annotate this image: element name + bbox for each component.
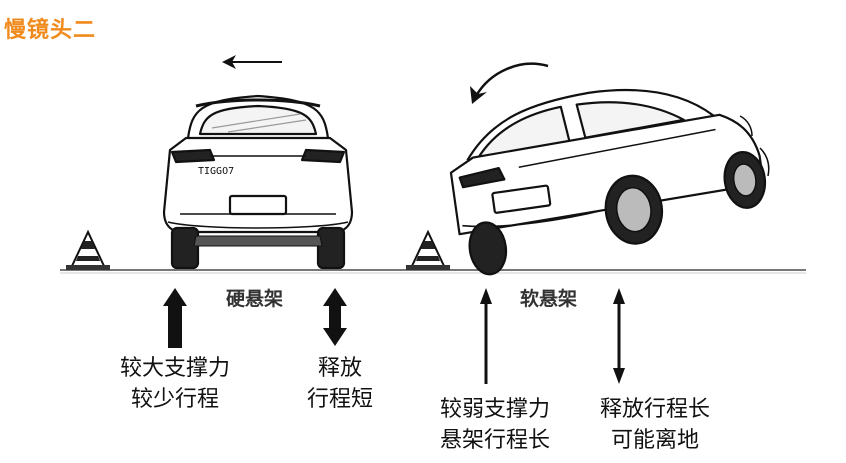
- caption-line: 较弱支撑力: [439, 397, 550, 422]
- hard-support-caption: 较大支撑力 较少行程: [100, 353, 250, 415]
- hard-suspension-label: 硬悬架: [226, 288, 284, 310]
- release-double-arrow-right: [613, 288, 625, 384]
- support-up-arrow-right: [480, 288, 492, 384]
- left-arrow-icon: [222, 55, 282, 69]
- caption-line: 释放: [317, 356, 362, 381]
- caption-line: 较少行程: [130, 387, 219, 412]
- caption-line: 释放行程长: [599, 397, 710, 422]
- release-double-arrow-left: [323, 288, 347, 346]
- soft-support-caption: 较弱支撑力 悬架行程长: [425, 394, 565, 456]
- hard-suspension-car: [162, 94, 354, 270]
- caption-line: 行程短: [306, 387, 373, 412]
- traffic-cone-icon: [66, 229, 110, 270]
- traffic-cone-icon: [406, 229, 450, 270]
- caption-line: 较大支撑力: [119, 356, 230, 381]
- soft-suspension-car: [449, 88, 767, 276]
- soft-suspension-label: 软悬架: [520, 288, 578, 310]
- curved-arrow-icon: [470, 62, 549, 104]
- page-title: 慢镜头二: [4, 18, 97, 43]
- car-badge-text: TIGGO7: [198, 166, 234, 177]
- support-up-arrow-left: [163, 288, 187, 348]
- caption-line: 悬架行程长: [439, 428, 550, 453]
- soft-release-caption: 释放行程长 可能离地: [580, 394, 730, 456]
- hard-release-caption: 释放 行程短: [290, 353, 390, 415]
- caption-line: 可能离地: [610, 428, 699, 453]
